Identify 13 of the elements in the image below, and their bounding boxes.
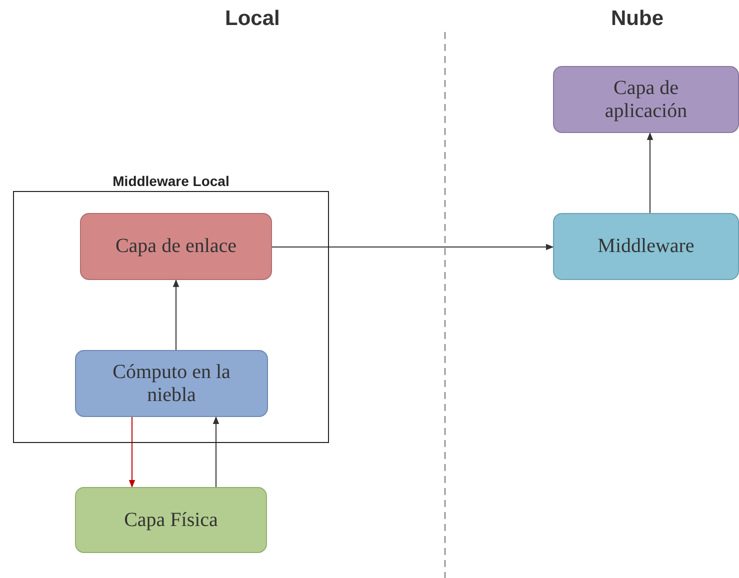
process-box: Capa de enlace: [80, 213, 272, 280]
arrow: [212, 416, 220, 488]
arrow: [128, 416, 136, 488]
column-heading: Local: [225, 7, 280, 31]
arrow: [172, 279, 180, 350]
process-box: Cómputo en la niebla: [75, 350, 268, 417]
group-heading: Middleware Local: [112, 173, 230, 189]
arrow: [646, 132, 654, 214]
column-heading: Nube: [611, 7, 664, 31]
process-box: Middleware: [553, 213, 739, 280]
process-box: Capa de aplicación: [553, 66, 739, 133]
arrow: [272, 244, 554, 250]
process-box: Capa Física: [75, 487, 267, 553]
